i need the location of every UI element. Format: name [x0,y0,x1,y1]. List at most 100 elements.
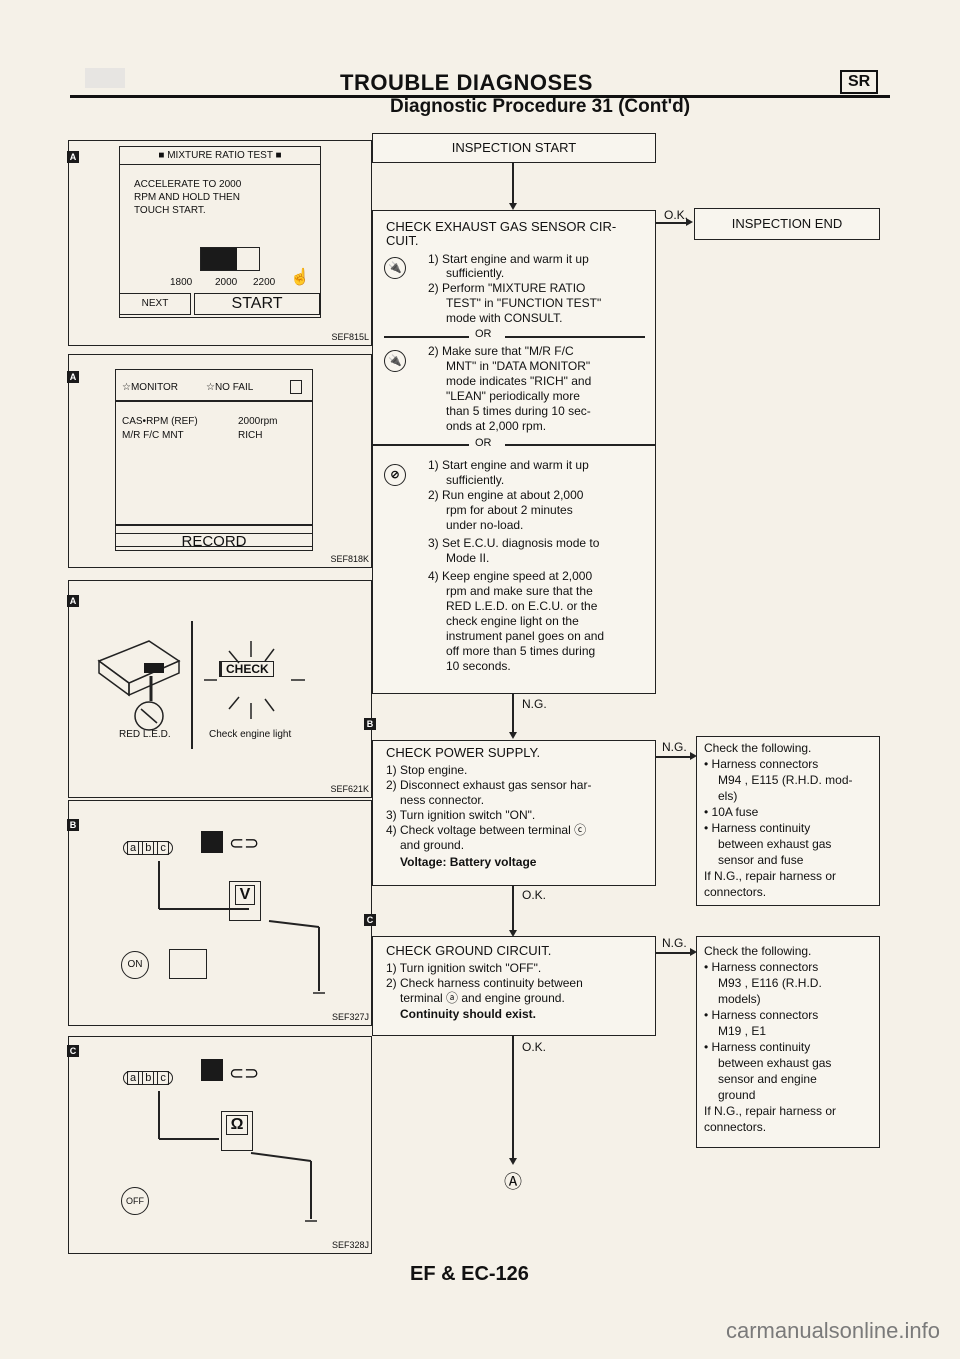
row2-value: RICH [238,430,263,441]
connector-pins: a b c [123,1071,173,1085]
flow-arrow [690,948,697,956]
panel-tag: A [67,151,79,163]
flow-connector [512,1036,514,1160]
check1-u1: 1) Start engine and warm it up [428,458,589,472]
check1-u4: 4) Keep engine speed at 2,000 [428,569,593,583]
check1-u4b: rpm and make sure that the [446,584,593,598]
check1-u3: 3) Set E.C.U. diagnosis mode to [428,536,600,550]
figure-ref: SEF815L [331,332,369,342]
or-label: OR [475,437,492,449]
record-button[interactable]: RECORD [115,533,313,551]
flow-start-box: INSPECTION START [372,133,656,163]
check1-u2b: rpm for about 2 minutes [446,503,573,517]
check-engine-lamp: CHECK [219,661,274,677]
start-button[interactable]: START [194,293,320,315]
ng3-l6: M19 , E1 [718,1024,767,1038]
flow-arrow [509,203,517,210]
connector-pins: a b c [123,841,173,855]
check1-u4g: 10 seconds. [446,659,511,673]
next-button[interactable]: NEXT [119,293,191,315]
check2-s1: 1) Stop engine. [386,763,468,777]
flow-connector [512,694,514,734]
check1-u2c: under no-load. [446,518,524,532]
ignition-on-icon: ON [121,951,149,979]
flow-arrow [509,930,517,937]
voltmeter-icon: V [229,881,261,921]
check1-t2: 2) Make sure that "M/R F/C [428,344,574,358]
check2-tag: B [364,718,376,730]
nofail-label: ☆NO FAIL [206,382,254,393]
ng3-l9: sensor and engine [718,1072,817,1086]
check1-u4c: RED L.E.D. on E.C.U. or the [446,599,598,613]
pin-b: b [142,841,155,855]
page-title: TROUBLE DIAGNOSES [340,70,593,95]
meter-label: Ω [225,1115,249,1135]
check1-t2e: than 5 times during 10 sec- [446,404,591,418]
ng2-l9: If N.G., repair harness or [704,869,837,883]
ok-label: O.K. [664,208,689,222]
probe-wires [158,1091,317,1222]
ng2-l7: between exhaust gas [718,837,832,851]
check1-title-2: CUIT. [386,233,419,248]
figure-ref: SEF328J [331,1240,369,1250]
row2-name: M/R F/C MNT [122,430,184,441]
panel-divider [191,621,193,749]
check1-t2c: mode indicates "RICH" and [446,374,592,388]
check-light-label: Check engine light [209,729,292,740]
flow-arrow [686,218,693,226]
panel-b-voltage: B a b c ⊂⊃ V ON SEF327J [67,800,372,1026]
consult-icon: 🔌 [384,350,406,372]
check1-u2: 2) Run engine at about 2,000 [428,488,584,502]
ng3-l1: Check the following. [704,944,812,958]
figure-ref: SEF818K [330,554,369,564]
pin-b: b [142,1071,155,1085]
rpm-gauge-fill [201,248,237,270]
flow-connector [512,886,514,932]
check3-s1: 1) Turn ignition switch "OFF". [386,961,542,975]
red-led-label: RED L.E.D. [119,729,171,740]
check2-s3: 3) Turn ignition switch "ON". [386,808,536,822]
or-divider [505,444,656,446]
ng2-l1: Check the following. [704,741,812,755]
light-rays-icon [204,641,305,719]
check3-result: Continuity should exist. [400,1007,537,1021]
ng3-l11: If N.G., repair harness or [704,1104,837,1118]
panel-a-mixture-test: A ■ MIXTURE RATIO TEST ■ ACCELERATE TO 2… [67,140,372,346]
ok-label: O.K. [522,1040,547,1054]
ng2-l2: • Harness connectors [704,757,819,771]
disconnect-icon [201,831,223,853]
check2-s2: 2) Disconnect exhaust gas sensor har- [386,778,592,792]
nofail-checkbox[interactable] [290,380,302,394]
or-divider [505,336,645,338]
probe-wires [158,861,325,994]
check1-u3b: Mode II. [446,551,490,565]
ng2-l5: • 10A fuse [704,805,759,819]
monitor-divider-bottom [116,524,312,526]
panel-tag: C [67,1045,79,1057]
ng3-l3: M93 , E116 (R.H.D. [718,976,822,990]
panel-a-data-monitor: A ☆MONITOR ☆NO FAIL CAS•RPM (REF) 2000rp… [67,354,372,568]
check1-u4e: instrument panel goes on and [446,629,605,643]
ng3-l8: between exhaust gas [718,1056,832,1070]
screen-line-1: ACCELERATE TO 2000 [134,179,242,190]
check1-t2b: MNT" in "DATA MONITOR" [446,359,591,373]
header-rule [70,95,890,98]
ng2-l8: sensor and fuse [718,853,804,867]
flow-connector [656,222,686,224]
screen-title: ■ MIXTURE RATIO TEST ■ [120,147,320,165]
ng3-l2: • Harness connectors [704,960,819,974]
check1-t2d: "LEAN" periodically more [446,389,580,403]
check1-s2b: TEST" in "FUNCTION TEST" [446,296,602,310]
ignition-off-icon: OFF [121,1187,149,1215]
screen-line-3: TOUCH START. [134,205,206,216]
ecu-illustration [97,640,181,731]
ng3-l4: models) [718,992,761,1006]
check2-s4b: and ground. [400,838,465,852]
no-consult-icon: ⊘ [384,464,406,486]
check2-s4: 4) Check voltage between terminal ⓒ [386,823,587,837]
screen-line-2: RPM AND HOLD THEN [134,192,240,203]
consult-icon: 🔌 [384,257,406,279]
consult-screen: ☆MONITOR ☆NO FAIL CAS•RPM (REF) 2000rpm … [115,369,313,547]
ng3-l7: • Harness continuity [704,1040,811,1054]
flow-arrow [690,752,697,760]
